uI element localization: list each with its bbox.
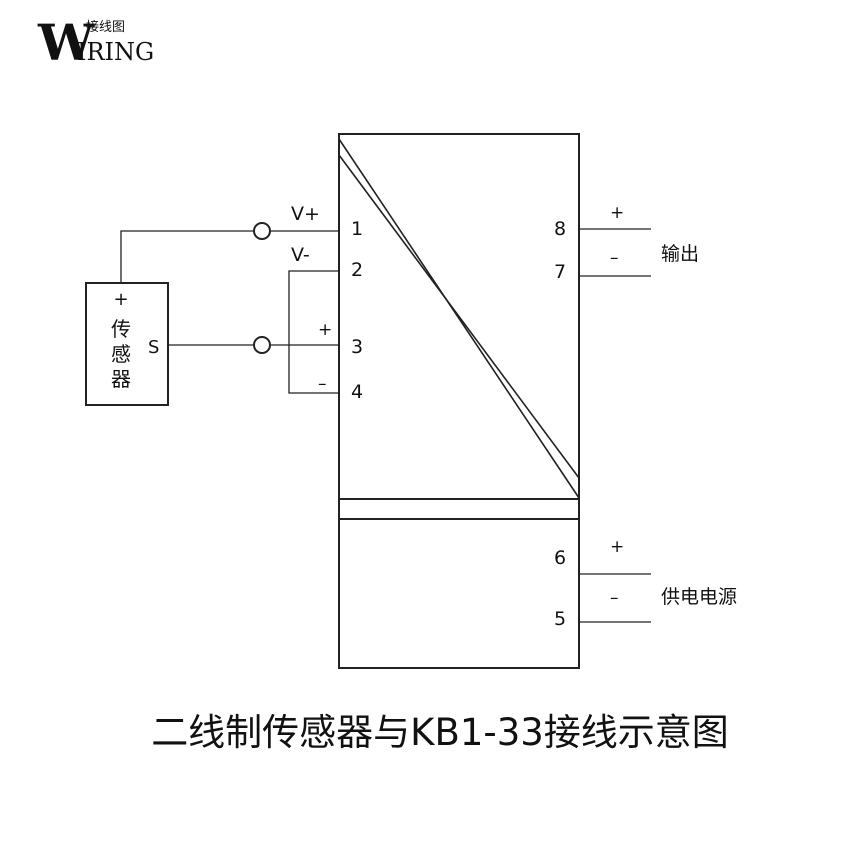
label-vplus: V+	[291, 203, 320, 225]
label-vminus: V-	[291, 244, 310, 266]
label-in-plus: +	[318, 320, 332, 340]
terminal-4: 4	[351, 381, 363, 403]
label-power: 供电电源	[661, 586, 737, 608]
wire-vplus	[120, 230, 253, 283]
sensor-name-1: 传	[111, 317, 131, 341]
terminal-6: 6	[554, 547, 566, 569]
label-out-plus: +	[610, 203, 624, 223]
terminal-5: 5	[554, 608, 566, 630]
label-out-minus: –	[610, 248, 619, 268]
terminal-2: 2	[351, 259, 363, 281]
logo-letter: W	[37, 13, 95, 72]
sensor-plus-label: +	[113, 289, 128, 310]
module-lower-section	[338, 518, 580, 669]
label-in-minus: –	[318, 374, 327, 394]
jumper-2-4	[288, 270, 339, 394]
label-pwr-plus: +	[610, 537, 624, 557]
terminal-7: 7	[554, 261, 566, 283]
terminal-3: 3	[351, 336, 363, 358]
terminal-circle-vplus	[253, 222, 271, 240]
wiring-logo: W IRING 接线图	[37, 13, 154, 72]
terminal-1: 1	[351, 218, 363, 240]
terminal-circle-signal	[253, 336, 271, 354]
logo-word: IRING	[77, 38, 154, 66]
sensor-name-3: 器	[111, 367, 131, 391]
label-output: 输出	[661, 243, 699, 265]
sensor-name-2: 感	[111, 342, 131, 366]
terminal-8: 8	[554, 218, 566, 240]
isolation-diagonal-2	[338, 138, 580, 499]
module-divider-band	[338, 498, 580, 520]
sensor: + 传 感 器 S	[85, 282, 169, 406]
label-pwr-minus: –	[610, 588, 619, 608]
sensor-signal-label: S	[148, 337, 159, 358]
diagram-caption: 二线制传感器与KB1-33接线示意图	[151, 711, 729, 754]
kb1-33-module	[338, 133, 580, 669]
isolation-diagonal-1	[338, 154, 580, 479]
wires	[120, 228, 651, 623]
sensor-box	[85, 282, 169, 406]
logo-cn: 接线图	[86, 19, 125, 35]
